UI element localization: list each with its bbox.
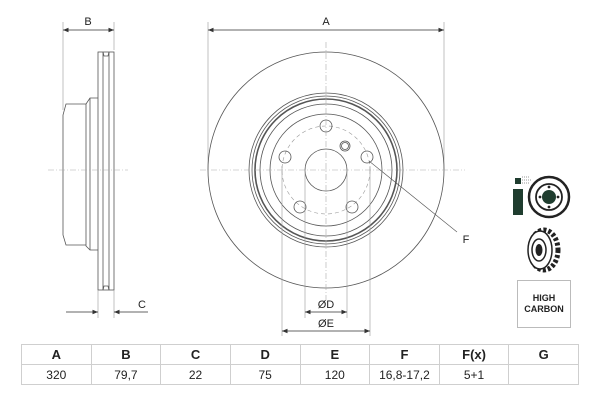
- header-b: B: [90, 344, 162, 365]
- value-c: 22: [160, 364, 231, 385]
- value-fx: 5+1: [438, 364, 510, 385]
- header-d: D: [229, 344, 301, 365]
- value-b: 79,7: [90, 364, 162, 385]
- dimension-a-label: A: [322, 16, 330, 28]
- coated-disc-icon: [513, 175, 571, 219]
- high-carbon-line1: HIGH: [532, 293, 556, 303]
- dimension-c-label: C: [138, 299, 146, 311]
- header-f: F: [369, 344, 440, 365]
- header-e: E: [299, 344, 371, 365]
- value-g: [508, 364, 579, 385]
- value-e: 120: [299, 364, 371, 385]
- spec-table-header-row: A B C D E F F(x) G: [21, 344, 579, 365]
- side-view: [48, 22, 148, 318]
- header-c: C: [160, 344, 231, 365]
- high-carbon-badge: HIGH CARBON: [517, 280, 571, 328]
- dimension-f-label: F: [463, 234, 470, 246]
- value-d: 75: [229, 364, 301, 385]
- spec-table-value-row: 320 79,7 22 75 120 16,8-17,2 5+1: [21, 364, 579, 385]
- dimension-b-label: B: [84, 16, 91, 28]
- vented-disc-icon: [527, 227, 561, 273]
- high-carbon-line2: CARBON: [524, 304, 564, 314]
- dimension-d-label: ØD: [318, 299, 335, 311]
- header-fx: F(x): [438, 344, 510, 365]
- dimension-e-label: ØE: [318, 318, 334, 330]
- value-a: 320: [21, 364, 92, 385]
- spec-table: A B C D E F F(x) G 320 79,7 22 75 120 16…: [21, 344, 579, 385]
- header-a: A: [21, 344, 92, 365]
- technical-drawing: B C: [48, 16, 571, 336]
- header-g: G: [508, 344, 579, 365]
- value-f: 16,8-17,2: [369, 364, 440, 385]
- front-view: [200, 22, 465, 336]
